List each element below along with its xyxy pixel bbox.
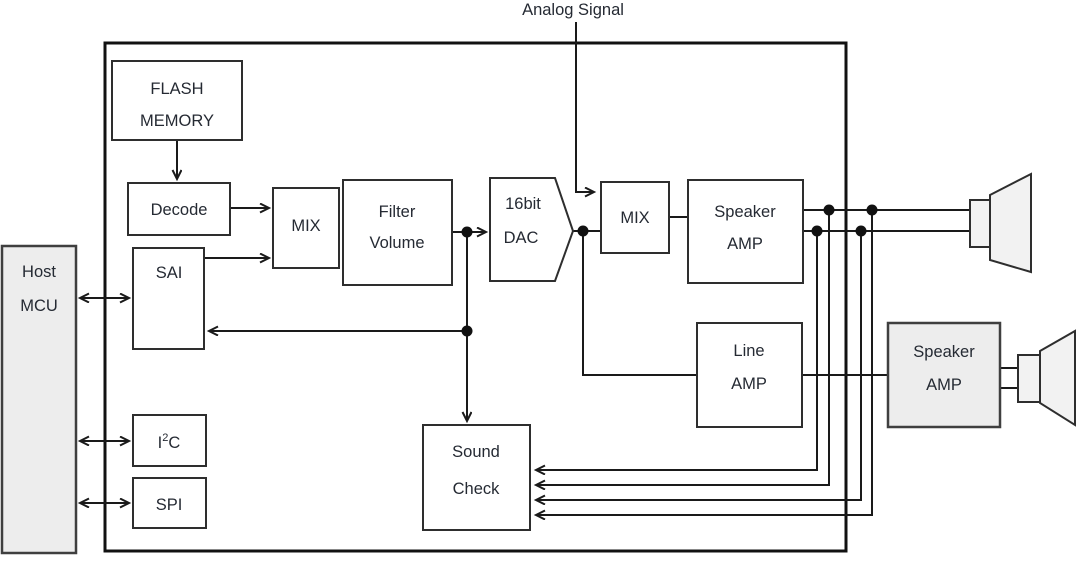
flash-memory-box: [111, 60, 243, 141]
speaker-amp-internal-label-line1: Speaker: [714, 203, 776, 221]
host-mcu-label-line1: Host: [22, 263, 56, 281]
sound-check-label-line1: Sound: [452, 443, 500, 461]
mix-digital-label: MIX: [291, 217, 320, 235]
speaker-icon-bottom: [1017, 329, 1076, 427]
line-amp-label-line2: AMP: [731, 375, 767, 393]
speaker-amp-internal-label-line2: AMP: [727, 235, 763, 253]
spi-box: [132, 477, 207, 529]
speaker-amp-external-label-line2: AMP: [926, 376, 962, 394]
spi-label: SPI: [156, 496, 183, 514]
sound-check-label-line2: Check: [453, 480, 501, 498]
decode-label: Decode: [151, 201, 208, 219]
junction-dot: [823, 204, 835, 216]
speaker-cone-top: [989, 172, 1032, 274]
dac-label-line1: 16bit: [505, 195, 541, 213]
wire-analog-signal-to-mix: [575, 22, 594, 192]
speaker-driver-bottom: [1017, 354, 1041, 403]
i2c-label-sup: 2: [162, 432, 168, 444]
flash-memory-label-line2: MEMORY: [140, 112, 214, 130]
filter-volume-label-line2: Volume: [369, 234, 424, 252]
i2c-box: [132, 414, 207, 467]
host-mcu-label-line2: MCU: [20, 297, 58, 315]
wire-tap1-to-soundcheck: [536, 231, 818, 470]
speaker-driver-top: [969, 199, 991, 248]
analog-signal-label: Analog Signal: [522, 1, 624, 19]
wire-tap2-to-soundcheck: [536, 210, 830, 485]
junction-dot: [461, 325, 473, 337]
wire-tap3-to-soundcheck: [536, 231, 862, 500]
speaker-amp-external-box: [886, 321, 1002, 429]
filter-volume-label-line1: Filter: [379, 203, 416, 221]
host-mcu-box: [0, 244, 78, 555]
sound-check-box: [422, 424, 531, 531]
mix-analog-label: MIX: [620, 209, 649, 227]
mix-analog-box: [600, 181, 670, 254]
dac-label-line2: DAC: [504, 229, 539, 247]
sai-box: [132, 247, 205, 350]
i2c-label-base: I: [158, 434, 163, 452]
i2c-label: I2C: [158, 432, 181, 452]
speaker-amp-external-label-line1: Speaker: [913, 343, 975, 361]
speaker-cone-bottom: [1039, 329, 1076, 427]
filter-volume-box: [342, 179, 453, 286]
junction-dot: [855, 225, 867, 237]
junction-dot: [811, 225, 823, 237]
speaker-amp-internal-box: [687, 179, 804, 284]
sai-label: SAI: [156, 264, 183, 282]
junction-dot: [866, 204, 878, 216]
speaker-icon-top: [969, 172, 1032, 274]
wire-tap4-to-soundcheck: [536, 210, 873, 515]
junction-dot: [461, 226, 473, 238]
junction-dot: [577, 225, 589, 237]
mix-digital-box: [272, 187, 340, 269]
flash-memory-label-line1: FLASH: [150, 80, 203, 98]
dac-pentagon: [489, 177, 575, 282]
wire-dac-to-lineamp: [582, 231, 697, 376]
line-amp-box: [696, 322, 803, 428]
decode-box: [127, 182, 231, 236]
i2c-label-tail: C: [168, 434, 180, 452]
line-amp-label-line1: Line: [733, 342, 764, 360]
